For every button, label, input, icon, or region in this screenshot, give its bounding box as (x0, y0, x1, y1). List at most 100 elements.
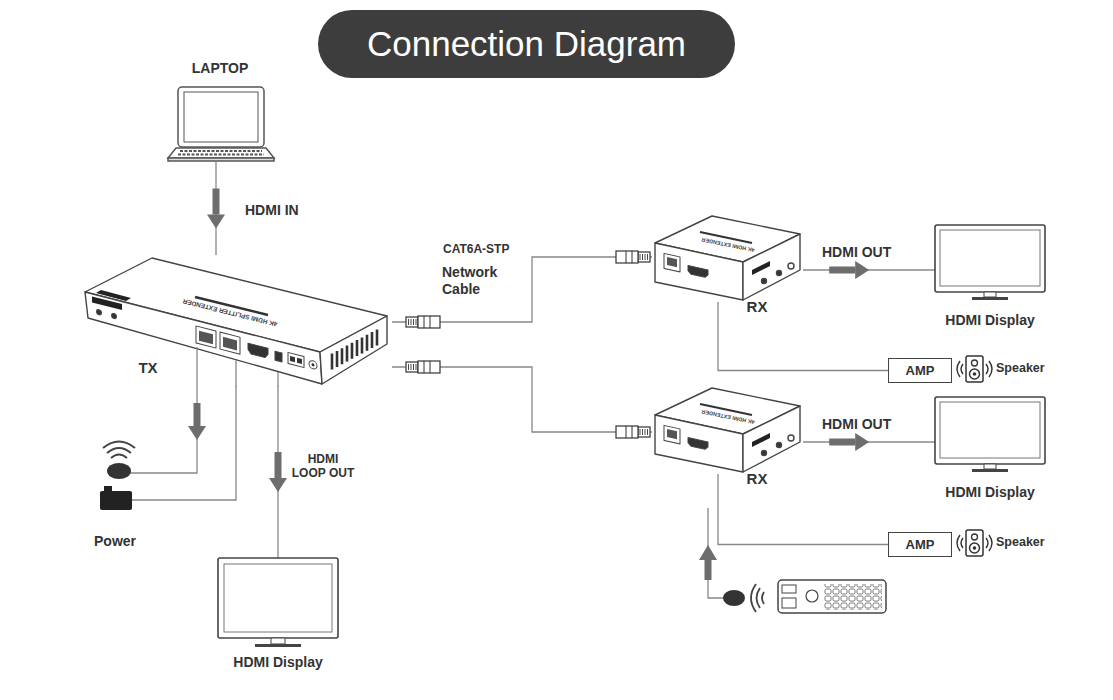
node-label: AMP (906, 537, 935, 552)
arrow-head (855, 261, 869, 279)
connector (718, 302, 888, 371)
laptop-icon (178, 87, 264, 147)
monitor-icon (935, 225, 1045, 300)
connector-line (277, 386, 278, 558)
tx-device (320, 316, 387, 384)
rx-device (752, 261, 770, 275)
remote-control-icon (824, 584, 882, 610)
laptop-icon (178, 151, 264, 155)
title-banner: Connection Diagram (318, 10, 735, 78)
remote-control-icon (806, 590, 818, 602)
connector-line (718, 474, 888, 545)
connector (803, 261, 935, 279)
speaker-icon (957, 356, 992, 382)
rx-device (752, 433, 770, 447)
tx-ir-receiver (107, 463, 131, 479)
tx-device (332, 329, 377, 369)
rx-device (655, 415, 743, 472)
rj45-plug (616, 251, 650, 263)
monitor-icon (218, 558, 338, 647)
rx-receiver: RX (652, 385, 803, 474)
power-adapter: Power (98, 488, 132, 512)
tx-ir-receiver (103, 442, 135, 459)
connector (803, 433, 935, 451)
amp-box: AMP (888, 532, 952, 557)
diagram-title: Connection Diagram (367, 24, 686, 64)
tx-ir-receiver (130, 347, 197, 473)
wire-stubs (236, 360, 278, 387)
monitor-icon (935, 397, 1045, 472)
tx-device (312, 363, 315, 367)
connector-line (132, 386, 236, 500)
rx-device (664, 425, 708, 450)
rj45-plug (616, 426, 650, 438)
rx-device (788, 435, 794, 441)
monitor-icon (224, 564, 332, 632)
rx-device (655, 216, 800, 300)
tx-device (248, 343, 268, 358)
cable-type-label: CAT6A-STP (443, 242, 509, 256)
node-label: RX (747, 298, 768, 315)
rx-ir-receiver (751, 584, 764, 612)
connector (269, 386, 287, 558)
rx-ir-receiver (699, 508, 764, 612)
connector-line (215, 162, 216, 255)
connector (207, 162, 225, 255)
tx-device (275, 351, 282, 362)
rx-device (762, 451, 767, 456)
node-label: Power (94, 533, 136, 549)
power-adapter-icon (100, 486, 132, 510)
rx-device (664, 253, 680, 271)
tx-device (92, 296, 317, 373)
tx-device (297, 358, 302, 364)
connector (392, 367, 652, 432)
tx-ir-receiver (188, 426, 206, 440)
rx-device (667, 257, 677, 267)
rx-device (688, 266, 708, 278)
rx-device (762, 279, 767, 284)
tx-extender: TX (82, 255, 392, 386)
tx-device (223, 337, 237, 351)
tx-ir-receiver (103, 347, 206, 479)
arrow-shaft (213, 189, 220, 215)
remote-control-icon (778, 580, 886, 613)
edge-label: HDMI IN (243, 202, 301, 219)
node-label: HDMI Display (233, 654, 322, 670)
rx-device (664, 253, 708, 278)
rx-device (688, 438, 708, 450)
edge-label: HDMI OUT (820, 244, 893, 261)
remote-control-icon (782, 585, 796, 593)
tx-device (288, 352, 304, 367)
laptop-icon (168, 87, 274, 161)
laptop-icon (168, 148, 274, 158)
rx-device (788, 263, 794, 269)
edge-label: HDMI OUT (820, 416, 893, 433)
rx-ir-receiver (723, 590, 745, 606)
node-label: Speaker (996, 361, 1045, 375)
connector-line (392, 367, 652, 432)
tx-device (220, 332, 240, 354)
tx-device (196, 326, 216, 348)
tx-device (309, 360, 317, 370)
connector (132, 386, 236, 500)
laptop-icon (168, 158, 274, 161)
hdmi-display: HDMI Display (935, 397, 1045, 473)
rx-ir-receiver (699, 545, 717, 560)
remote-control-icon (778, 580, 886, 613)
rx-device (777, 271, 782, 276)
connector-line (718, 302, 888, 371)
tx-device (97, 309, 102, 315)
connector (718, 474, 888, 545)
arrow-head (855, 433, 869, 451)
power-adapter-icon (100, 491, 132, 510)
connector (392, 257, 652, 322)
arrow-head (207, 215, 225, 229)
node-label: LAPTOP (192, 60, 249, 76)
rj45-plug (406, 361, 440, 373)
rx-device (655, 388, 800, 472)
speaker: Speaker (958, 354, 992, 384)
amp-box: AMP (888, 358, 952, 383)
monitor-icon (255, 644, 301, 647)
